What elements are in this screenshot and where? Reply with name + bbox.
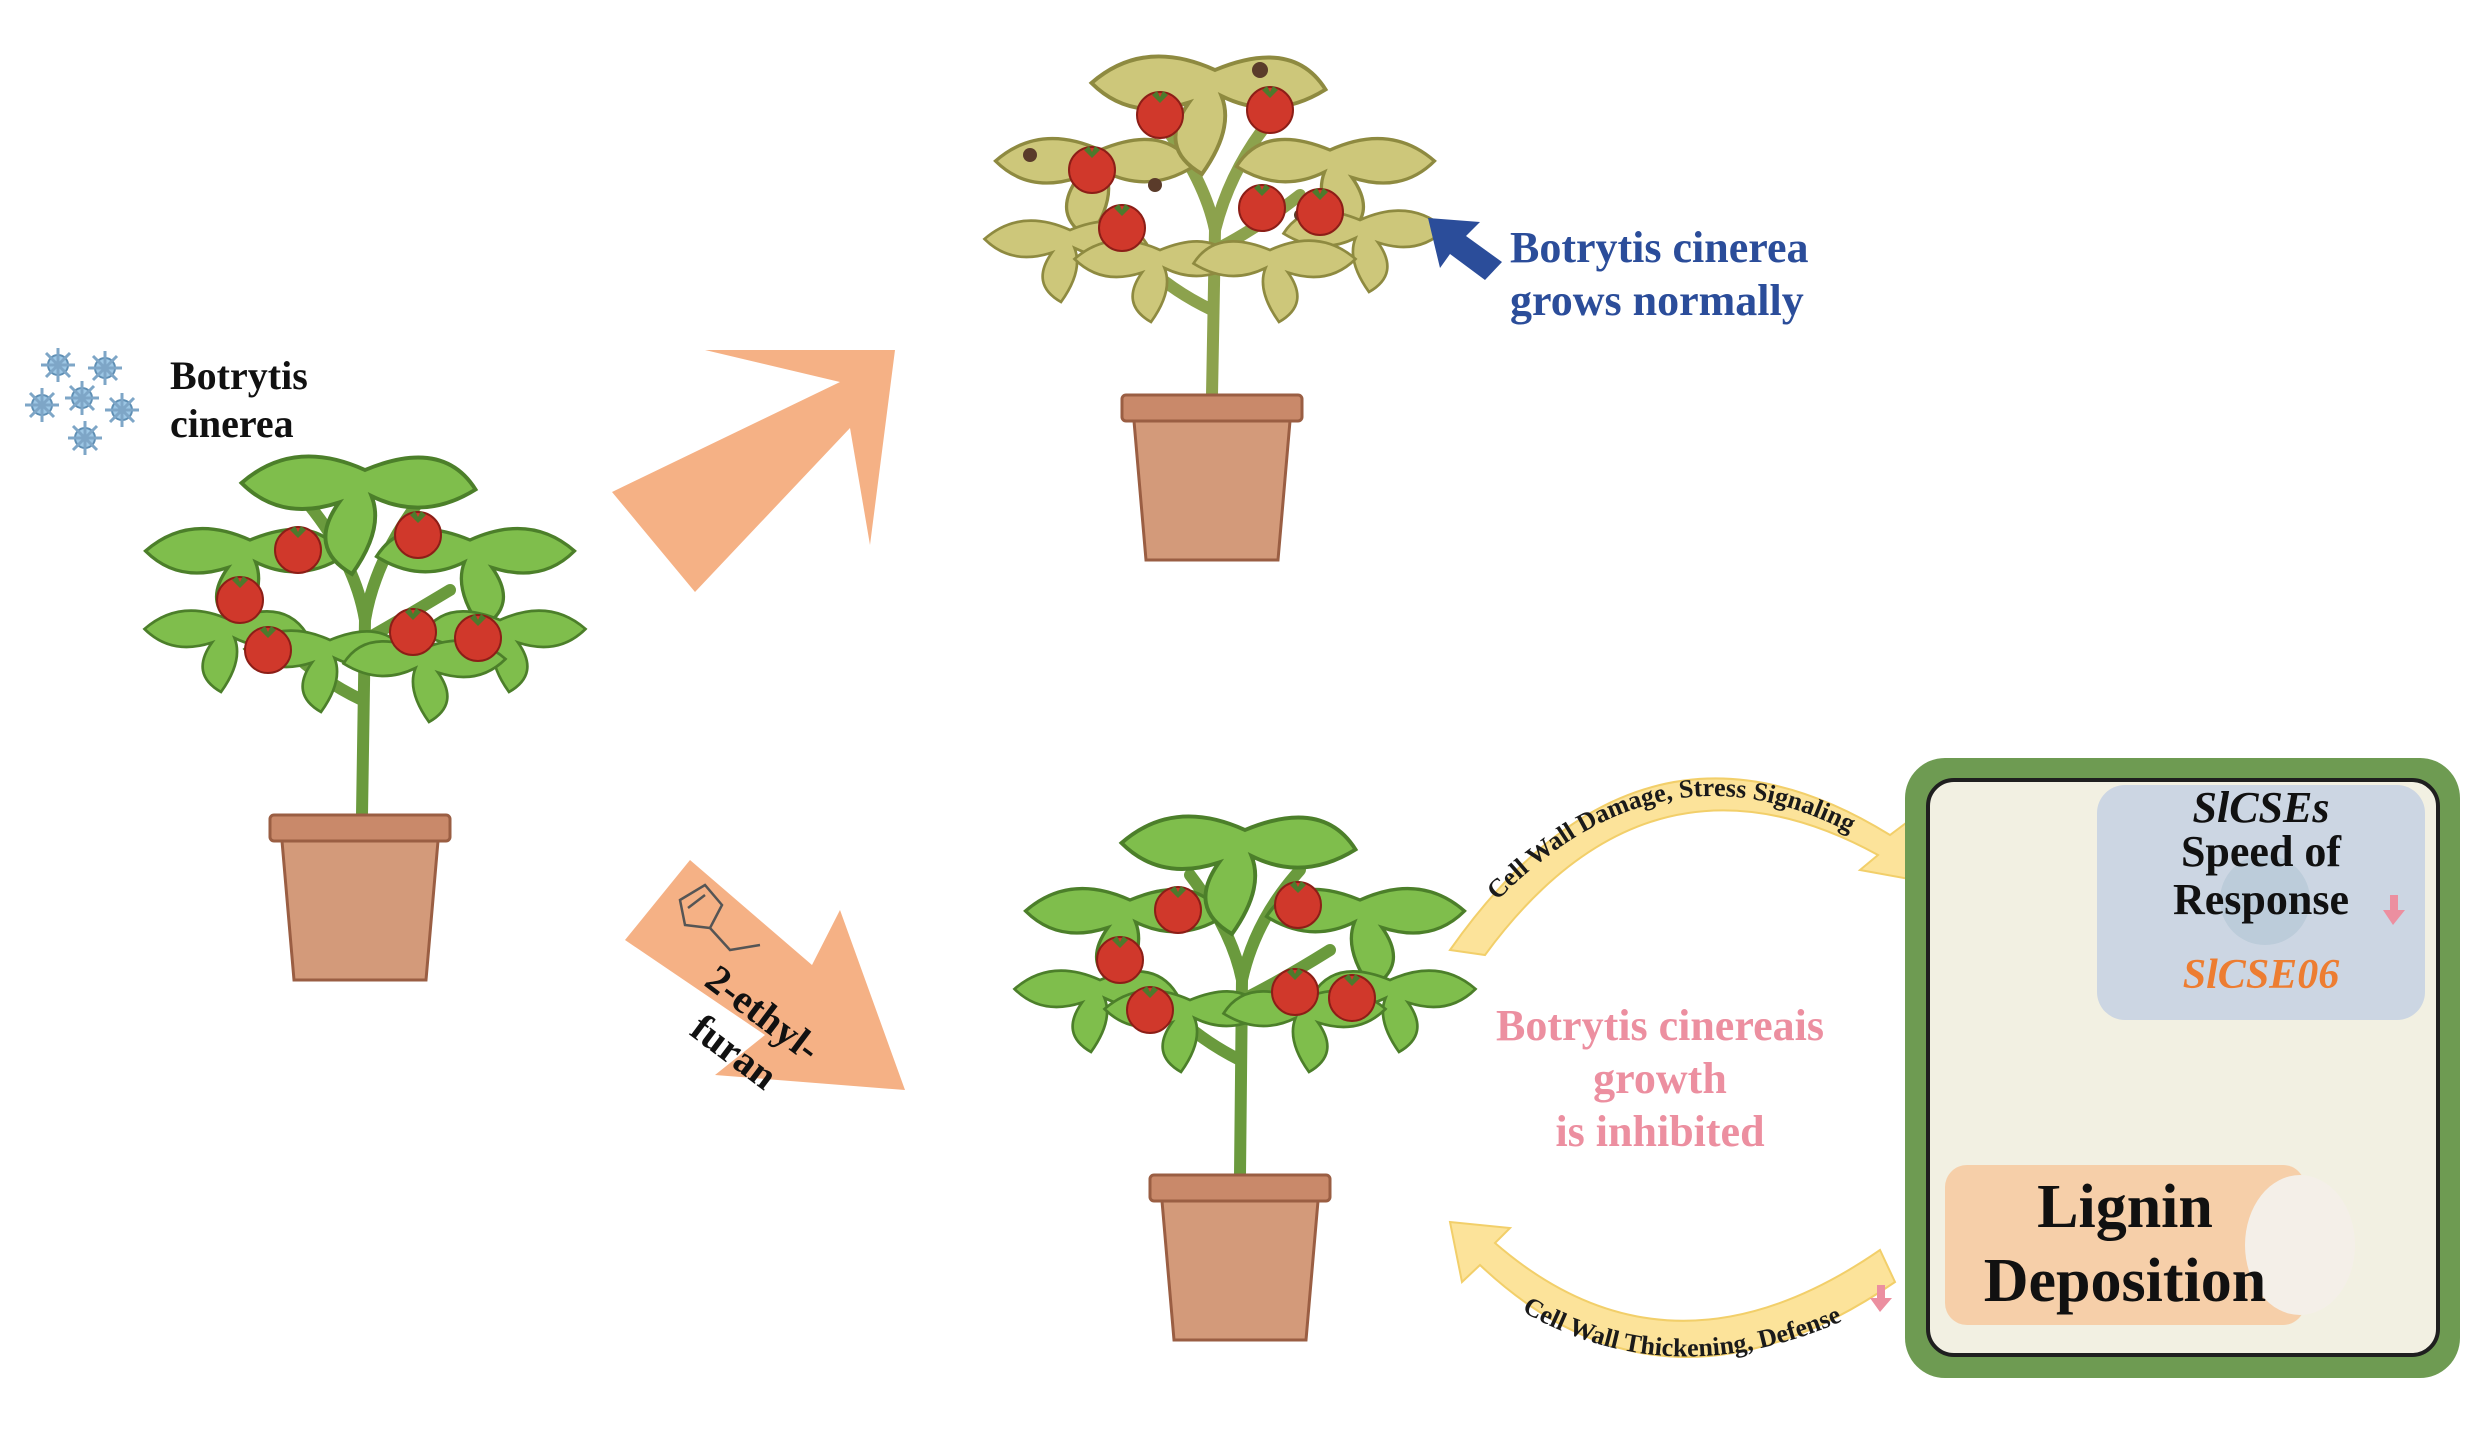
pathogen-label-line2: cinerea <box>170 401 294 446</box>
small-pink-arrow-upper <box>2383 895 2405 925</box>
blue-pointer-arrow <box>1428 218 1502 280</box>
response-line1: Speed of <box>2180 827 2342 876</box>
outcome-inhibited-line2: growth <box>1593 1053 1727 1103</box>
response-line2: Response <box>2172 875 2350 925</box>
small-pink-arrow-lower <box>1870 1285 1892 1312</box>
diseased-tomato-plant-top <box>983 54 1447 562</box>
lignin-panel <box>1945 1165 2305 1325</box>
outcome-normal-line2: grows normally <box>1510 275 1804 325</box>
lignin-line2: Deposition <box>1983 1247 2267 1316</box>
gene-name: SlCSE06 <box>2182 952 2340 998</box>
treatment-arrow <box>625 860 905 1090</box>
healthy-tomato-plant-left <box>143 454 587 982</box>
lignin-line1: Lignin <box>2037 1173 2213 1241</box>
pathogen-label: Botrytis cinerea <box>170 352 308 448</box>
cell-box <box>1905 758 2460 1378</box>
outcome-normal-line1: Botrytis cinerea <box>1510 223 1809 272</box>
lignin-label: Lignin Deposition <box>1945 1170 2305 1319</box>
treated-tomato-plant-bottom <box>1013 814 1477 1342</box>
genes-title: SlCSEs <box>2192 783 2330 832</box>
lower-feedback-arc <box>1448 1220 1897 1358</box>
botrytis-spore-icons <box>23 346 141 457</box>
pathogen-label-line1: Botrytis <box>170 353 308 398</box>
response-label: Speed of Response <box>2097 827 2425 925</box>
infection-arrow <box>612 350 895 592</box>
outcome-inhibited-label: Botrytis cinereais growth is inhibited <box>1470 1000 1850 1158</box>
outcome-normal-label: Botrytis cinerea grows normally <box>1510 222 1809 328</box>
outcome-inhibited-line3: is inhibited <box>1555 1106 1765 1156</box>
outcome-inhibited-line1: Botrytis cinereais <box>1496 1001 1824 1050</box>
furan-molecule-icon <box>678 883 761 952</box>
